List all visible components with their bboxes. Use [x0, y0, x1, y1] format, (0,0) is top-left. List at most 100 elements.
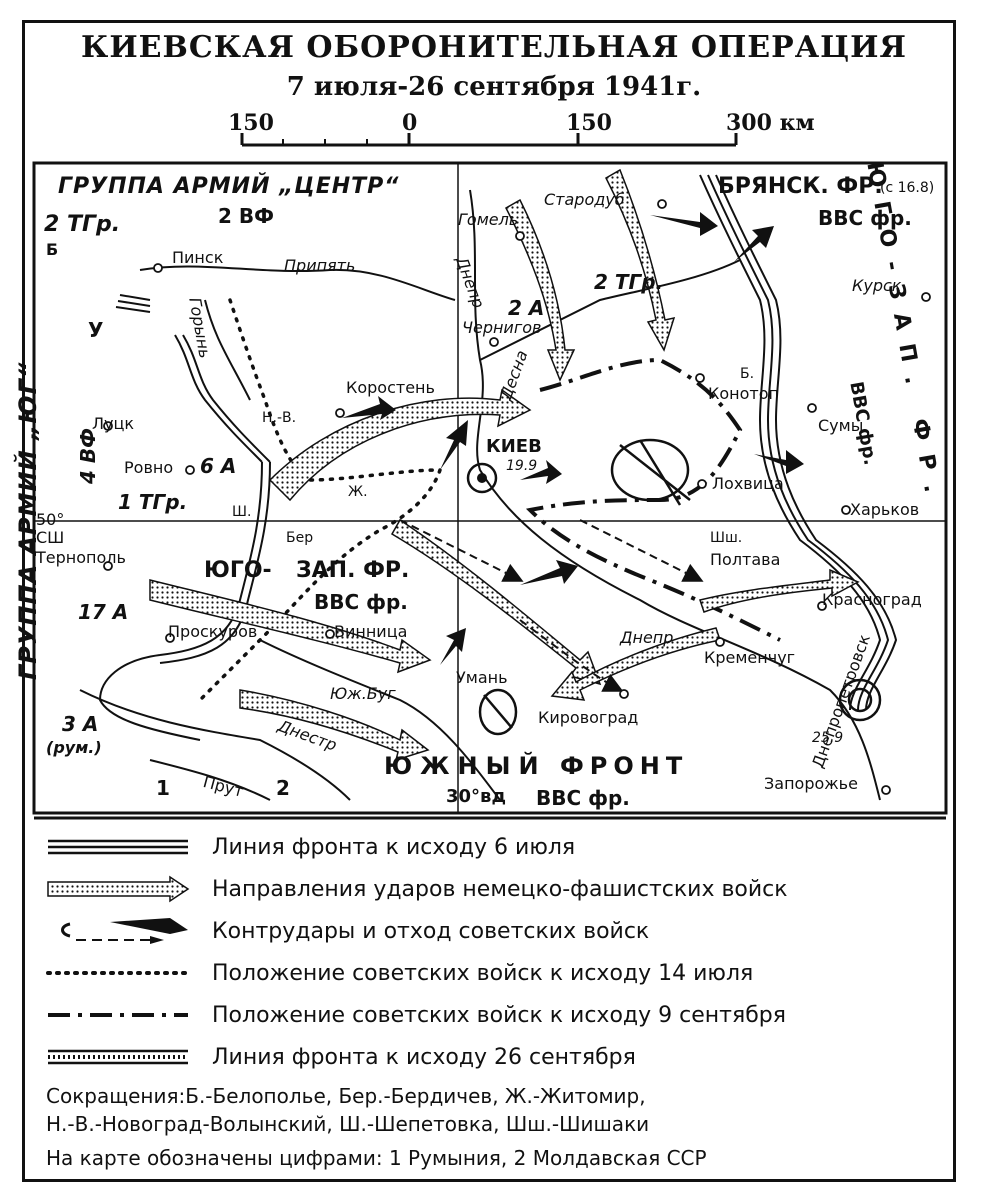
- label-kharkov: Харьков: [850, 500, 920, 519]
- label-uman: Умань: [456, 668, 508, 687]
- map-title: КИЕВСКАЯ ОБОРОНИТЕЛЬНАЯ ОПЕРАЦИЯ: [81, 30, 907, 65]
- label-southwest-front-1: ЮГО-: [204, 558, 272, 583]
- label-army-group-south: ГРУППА АРМИЙ „ЮГ“: [14, 361, 42, 680]
- label-2a: 2 А: [508, 296, 545, 320]
- map-box: [32, 161, 948, 815]
- dnepropetrovsk-marker: [838, 678, 882, 722]
- label-ber: Бер: [286, 530, 314, 546]
- label-yuzh-bug: Юж.Буг: [330, 684, 396, 703]
- label-rovno: Ровно: [124, 458, 174, 477]
- kiev-marker: [466, 462, 498, 494]
- label-kiev-date: 19.9: [506, 458, 538, 474]
- city-dots: [103, 199, 931, 795]
- label-shsh: Шш.: [710, 530, 743, 546]
- legend-soviet-14-july: Положение советских войск к исходу 14 ию…: [40, 956, 753, 990]
- legend-front-6-july: Линия фронта к исходу 6 июля: [40, 830, 575, 864]
- label-sh: Ш.: [232, 504, 252, 520]
- label-moldavia-2: 2: [276, 776, 290, 800]
- legend-label-soviet-9-september: Положение советских войск к исходу 9 сен…: [212, 1002, 786, 1028]
- abbreviations-text-1: Б.-Белополье, Бер.-Бердичев, Ж.-Житомир,: [185, 1084, 646, 1108]
- legend-german-strikes: Направления ударов немецко-фашистских во…: [40, 872, 788, 906]
- label-2ttgr-east: 2 ТГр.: [594, 270, 664, 294]
- label-bryansk-front: БРЯНСК. ФР.: [718, 174, 883, 199]
- legend-front-26-september: Линия фронта к исходу 26 сентября: [40, 1040, 636, 1074]
- label-southwest-vvs: ВВС фр.: [314, 590, 408, 614]
- legend-label-german-strikes: Направления ударов немецко-фашистских во…: [212, 876, 788, 902]
- front-line-26-september: [699, 174, 898, 711]
- abbreviations-line-1: Сокращения:Б.-Белополье, Бер.-Бердичев, …: [46, 1084, 646, 1108]
- label-lutsk: Луцк: [92, 414, 135, 433]
- label-u: У: [88, 318, 104, 342]
- label-30vd: 30°вд: [446, 786, 506, 807]
- scale-label-0: 0: [402, 110, 418, 136]
- map-frame: [22, 20, 956, 1182]
- label-vinnitsa: Винница: [334, 622, 408, 641]
- label-bryansk-date: (с 16.8): [880, 180, 935, 196]
- label-50deg: 50°: [36, 510, 65, 529]
- label-b: Б: [46, 240, 59, 259]
- legend-label-front-6-july: Линия фронта к исходу 6 июля: [212, 834, 576, 860]
- label-kremenchug: Кременчуг: [704, 648, 796, 667]
- legend-counterstrikes: Контрудары и отход советских войск: [40, 914, 649, 948]
- abbreviations-line-2: Н.-В.-Новоград-Волынский, Ш.-Шепетовка, …: [46, 1112, 650, 1136]
- legend-soviet-9-september: Положение советских войск к исходу 9 сен…: [40, 998, 786, 1032]
- front-line-6-july: [98, 294, 271, 741]
- legend-label-soviet-14-july: Положение советских войск к исходу 14 ию…: [212, 960, 754, 986]
- legend-swatch-strike-arrow: [47, 875, 190, 903]
- legend-swatch-dotted: [46, 971, 190, 975]
- label-pinsk: Пинск: [172, 248, 224, 267]
- label-southern-vvs: ВВС фр.: [536, 786, 630, 810]
- label-sumy: Сумы: [818, 416, 864, 435]
- soviet-retreat-arrows: [399, 519, 704, 692]
- label-southwest-front-2: ЗАП. ФР.: [296, 558, 410, 583]
- scale-label-300: 300 км: [726, 110, 815, 136]
- legend-swatch-hatched-line: [48, 1049, 188, 1065]
- label-konotop: Конотоп: [708, 384, 779, 403]
- label-pripyat: Припять: [284, 256, 356, 275]
- label-4vf: 4 ВФ: [76, 428, 100, 484]
- label-romania-1: 1: [156, 776, 170, 800]
- label-3a: 3 А: [62, 712, 99, 736]
- label-kiev: КИЕВ: [486, 436, 542, 457]
- label-poltava: Полтава: [710, 550, 781, 569]
- scale-bar: [240, 133, 738, 147]
- rivers: [79, 189, 881, 801]
- legend-label-counterstrikes: Контрудары и отход советских войск: [212, 918, 650, 944]
- label-korosten: Коростень: [346, 378, 435, 397]
- label-gomel: Гомель: [458, 210, 519, 229]
- label-1ttgr: 1 ТГр.: [118, 490, 188, 514]
- label-army-group-center: ГРУППА АРМИЙ „ЦЕНТР“: [58, 174, 400, 199]
- label-ternopol: Тернополь: [36, 548, 126, 567]
- label-b2: Б.: [740, 366, 755, 382]
- abbreviations-heading: Сокращения:: [46, 1084, 186, 1108]
- scale-label-150-right: 150: [566, 110, 612, 136]
- label-dnepr-south: Днепр: [620, 628, 674, 647]
- label-krasnograd: Красноград: [822, 590, 922, 609]
- legend-swatch-counterstrike: [61, 918, 188, 944]
- label-proskurov: Проскуров: [168, 622, 258, 641]
- label-lokhvitsa: Лохвица: [712, 474, 784, 493]
- label-starodub: Стародуб: [544, 190, 625, 209]
- scale-label-150-left: 150: [228, 110, 274, 136]
- map-subtitle: 7 июля-26 сентября 1941г.: [286, 72, 702, 102]
- label-nv: Н.-В.: [262, 410, 297, 426]
- label-6a: 6 А: [200, 454, 237, 478]
- legend-swatch-dash-dot: [48, 1013, 188, 1017]
- label-3a-sub: (рум.): [46, 738, 102, 757]
- german-strike-arrows: [149, 168, 860, 762]
- soviet-counterstrike-arrows: [342, 212, 804, 665]
- label-2vf: 2 ВФ: [218, 204, 274, 228]
- label-zh: Ж.: [348, 484, 368, 500]
- label-2ttgr-west: 2 ТГр.: [44, 212, 121, 237]
- encirclements: [478, 438, 691, 736]
- label-ssh: СШ: [36, 528, 65, 547]
- legend-label-front-26-september: Линия фронта к исходу 26 сентября: [212, 1044, 636, 1070]
- label-chernigov: Чернигов: [462, 318, 542, 337]
- label-southern-front-1: ЮЖНЫЙ: [384, 752, 547, 780]
- label-kirovograd: Кировоград: [538, 708, 639, 727]
- label-dnepropetrovsk-date: 25.9: [812, 730, 844, 746]
- label-southern-front-2: ФРОНТ: [560, 752, 689, 780]
- label-kursk: Курск: [852, 276, 902, 295]
- label-bryansk-vvs: ВВС фр.: [818, 206, 912, 230]
